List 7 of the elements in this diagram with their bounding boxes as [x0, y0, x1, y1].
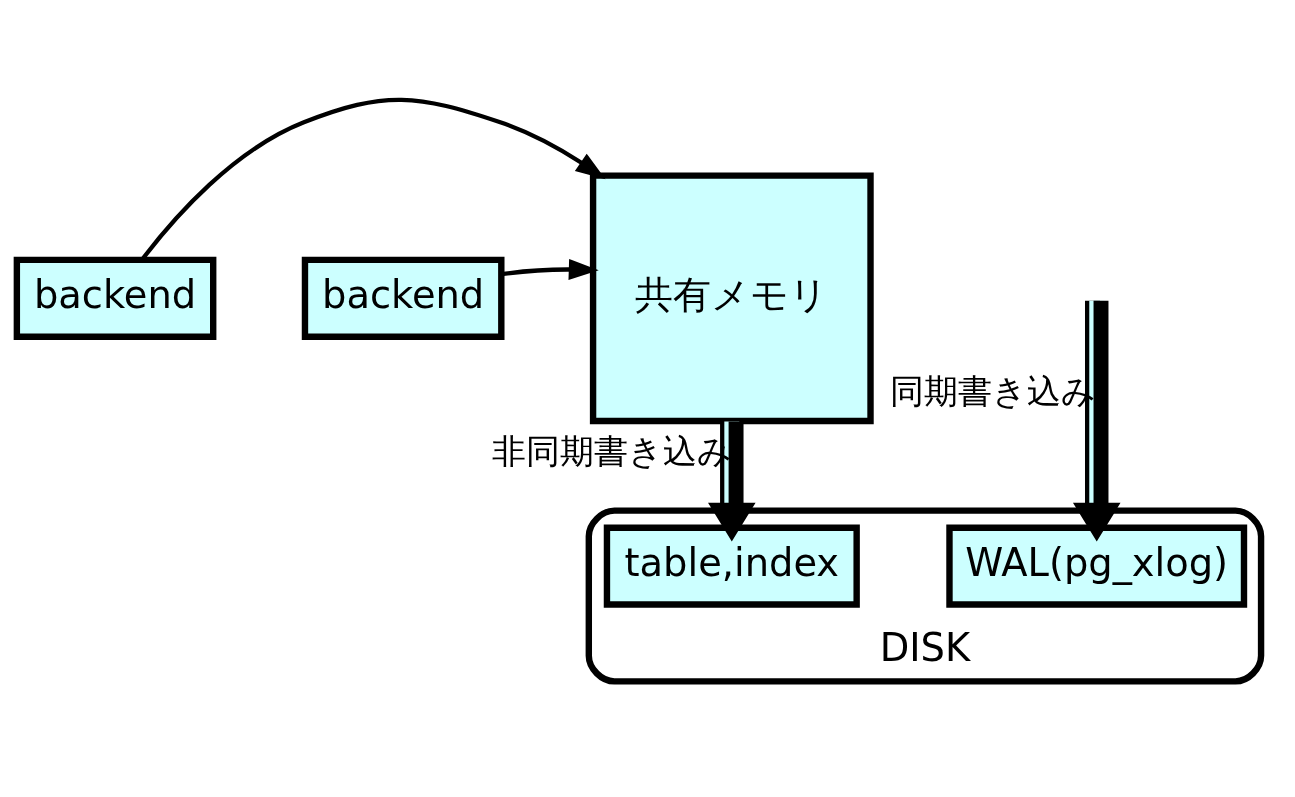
- node-box: WAL(pg_xlog): [946, 524, 1248, 608]
- node-box: 共有メモリ: [589, 171, 874, 424]
- node-box: backend: [13, 256, 217, 340]
- arrow: [1072, 300, 1121, 542]
- node-box: backend: [301, 256, 505, 340]
- node-box: table,index: [603, 524, 860, 608]
- arrow: [501, 258, 599, 280]
